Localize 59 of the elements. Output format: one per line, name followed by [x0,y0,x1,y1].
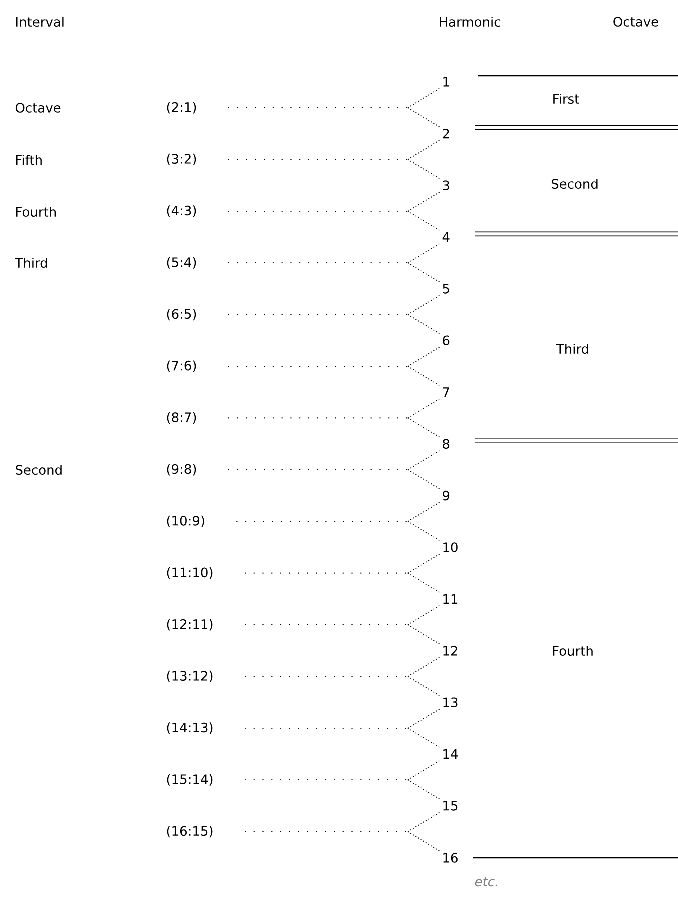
harmonic-number: 15 [444,801,458,811]
header-text: Interval [16,16,64,28]
harmonic-number: 11 [444,594,458,604]
dotted-chevron-line [244,780,441,800]
ratio-label: (12:11) [167,619,213,631]
interval-name: Fourth [16,206,56,218]
ratio-label: (15:14) [167,774,213,786]
octave-name: Second [552,178,598,190]
harmonic-number: 9 [443,490,450,501]
dotted-chevron-line [236,521,441,542]
dotted-chevron-line [228,159,441,180]
dotted-chevron-line [228,366,441,386]
harmonic-number: 3 [443,180,450,191]
ratio-label: (6:5) [167,309,196,321]
ratio-label: (10:9) [167,516,204,528]
dotted-chevron-line [228,210,441,232]
dotted-chevron-line [244,676,441,696]
harmonic-number: 5 [443,284,450,294]
harmonic-number: 1 [444,77,450,87]
ratio-label: (7:6) [167,360,196,372]
harmonic-number: 2 [443,128,450,139]
ratio-label: (2:1) [167,102,196,114]
etc-note: etc. [475,877,498,887]
harmonic-number: 14 [444,749,458,759]
header-text: Harmonic [440,16,500,28]
harmonic-number: 4 [442,232,450,242]
ratio-label: (13:12) [167,670,213,682]
harmonic-number: 16 [444,853,458,863]
dotted-chevron-line [228,469,441,490]
harmonic-number: 7 [443,388,450,398]
interval-name: Third [15,258,48,268]
dotted-chevron-line [228,108,441,128]
ratio-label: (11:10) [167,568,213,580]
dotted-chevron-line [228,314,441,334]
header-text: Octave [614,17,658,27]
interval-name: Octave [16,103,61,113]
ratio-label: (3:2) [167,154,196,166]
harmonic-number: 13 [444,698,458,708]
harmonic-number: 8 [443,439,450,450]
ratio-label: (4:3) [167,206,196,218]
interval-name: Fifth [16,155,42,165]
ratio-label: (9:8) [167,464,196,476]
dotted-chevron-line [244,624,441,645]
harmonic-number: 12 [444,646,458,656]
octave-name: First [554,94,580,104]
dotted-chevron-line [244,728,441,748]
interval-name: Second [16,464,62,476]
dotted-chevron-line [228,418,441,438]
harmonic-number: 6 [443,336,450,346]
ratio-label: (8:7) [167,412,196,424]
dotted-chevron-line [228,262,441,283]
dotted-chevron-line [244,831,441,852]
octave-name: Fourth [553,646,593,656]
ratio-label: (5:4) [167,257,196,269]
harmonic-number: 10 [444,542,458,552]
ratio-label: (16:15) [167,826,213,838]
ratio-label: (14:13) [167,722,213,734]
dotted-chevron-line [244,572,441,594]
octave-name: Third [556,344,588,354]
